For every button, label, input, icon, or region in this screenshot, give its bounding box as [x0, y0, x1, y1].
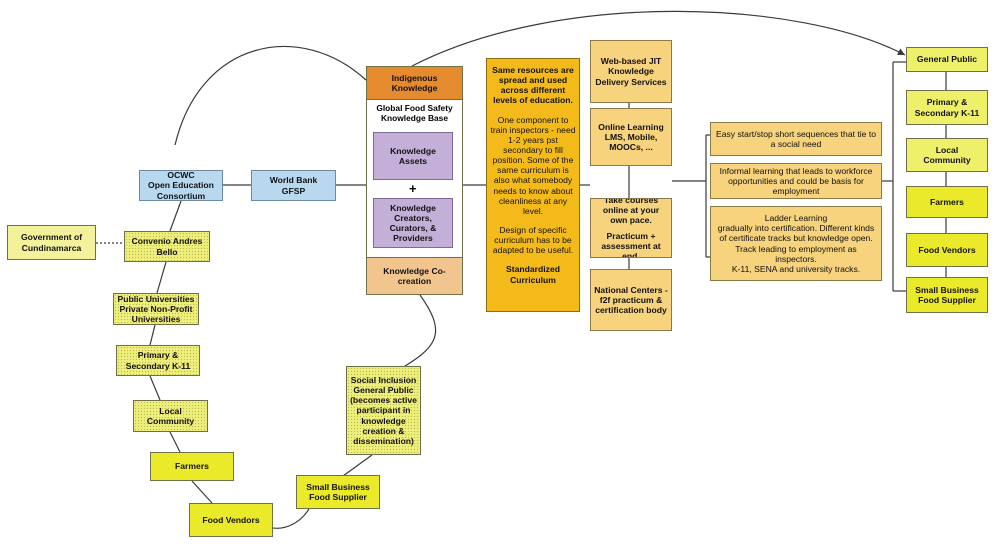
knowledge-base-title: Global Food Safety Knowledge Base [376, 103, 453, 123]
practicum-label: Practicum + assessment at end. [601, 230, 661, 258]
food-vendors-left-label: Food Vendors [202, 514, 260, 525]
same-resources-node: Same resources are spread and used acros… [486, 58, 580, 312]
food-vendors-right-label: Food Vendors [918, 244, 976, 255]
easy-start-label: Easy start/stop short sequences that tie… [715, 128, 877, 149]
same-resources-inspectors: One component to train inspectors - need… [490, 114, 576, 216]
take-courses-label: Take courses online at your own pace. [602, 198, 660, 226]
connector-line-9 [156, 261, 167, 294]
connector-line-12 [169, 431, 181, 453]
government-node: Government of Cundinamarca [7, 225, 96, 260]
plus-symbol: + [409, 181, 417, 196]
convenio-label: Convenio Andres Bello [131, 236, 203, 257]
food-vendors-left-node: Food Vendors [189, 503, 273, 537]
national-centers-node: National Centers - f2f practicum & certi… [590, 269, 672, 331]
general-public-label: General Public [916, 54, 978, 65]
ladder-learning-body: gradually into certification. Different … [717, 223, 875, 264]
knowledge-assets-label: Knowledge Assets [390, 145, 436, 166]
national-centers-label: National Centers - f2f practicum & certi… [594, 284, 668, 316]
knowledge-creators-node: Knowledge Creators, Curators, & Provider… [373, 198, 453, 248]
cocreation-label: Knowledge Co-creation [383, 265, 446, 286]
connector-line-11 [149, 375, 161, 401]
knowledge-base-frame [366, 66, 463, 295]
small-business-left-node: Small Business Food Supplier [296, 475, 380, 509]
social-inclusion-node: Social Inclusion General Public (becomes… [346, 366, 421, 455]
online-learning-label: Online Learning LMS, Mobile, MOOCs, ... [598, 121, 664, 153]
primary-left-node: Primary & Secondary K-11 [116, 345, 200, 376]
web-jit-label: Web-based JIT Knowledge Delivery Service… [595, 56, 667, 87]
informal-learning-label: Informal learning that leads to workforc… [719, 165, 873, 197]
food-vendors-right-node: Food Vendors [906, 233, 988, 267]
farmers-right-label: Farmers [930, 196, 964, 207]
social-inclusion-label: Social Inclusion General Public (becomes… [350, 375, 417, 446]
farmers-left-label: Farmers [175, 461, 209, 472]
local-right-label: Local Community [923, 144, 971, 165]
ocwc-node: OCWC Open Education Consortium [139, 170, 223, 201]
local-right-node: Local Community [906, 138, 988, 172]
local-left-node: Local Community [133, 400, 208, 432]
universities-label: Public Universities Private Non-Profit U… [117, 293, 195, 325]
ladder-learning-tracks: K-11, SENA and university tracks. [731, 263, 861, 274]
indigenous-node: Indigenous Knowledge [366, 66, 463, 100]
farmers-left-node: Farmers [150, 452, 234, 481]
connector-line-10 [149, 324, 156, 346]
connector-line-13 [191, 480, 213, 504]
ladder-learning-heading: Ladder Learning [764, 213, 828, 224]
same-resources-heading: Same resources are spread and used acros… [492, 65, 574, 106]
loop-arc-left [174, 45, 367, 146]
local-left-label: Local Community [146, 405, 195, 426]
world-bank-label: World Bank GFSP [269, 175, 318, 196]
farmers-right-node: Farmers [906, 186, 988, 218]
universities-node: Public Universities Private Non-Profit U… [113, 293, 199, 325]
small-business-right-node: Small Business Food Supplier [906, 277, 988, 313]
primary-right-node: Primary & Secondary K-11 [906, 90, 988, 125]
standardized-curriculum-label: Standardized Curriculum [506, 264, 560, 285]
easy-start-node: Easy start/stop short sequences that tie… [710, 122, 882, 156]
loop-arc-right [404, 294, 437, 367]
small-business-left-label: Small Business Food Supplier [306, 481, 370, 502]
social-inclusion-text: Social Inclusion General Public (becomes… [350, 375, 417, 446]
knowledge-assets-node: Knowledge Assets [373, 132, 453, 180]
world-bank-node: World Bank GFSP [251, 170, 336, 201]
cocreation-node: Knowledge Co-creation [366, 257, 463, 295]
indigenous-label: Indigenous Knowledge [391, 72, 438, 93]
ocwc-label: OCWC Open Education Consortium [148, 170, 214, 201]
knowledge-creators-label: Knowledge Creators, Curators, & Provider… [389, 202, 437, 244]
informal-learning-node: Informal learning that leads to workforc… [710, 163, 882, 199]
general-public-node: General Public [906, 47, 988, 72]
convenio-node: Convenio Andres Bello [124, 231, 210, 262]
same-resources-design: Design of specific curriculum has to be … [492, 224, 574, 256]
connector-line-8 [169, 200, 182, 232]
primary-right-label: Primary & Secondary K-11 [914, 97, 980, 118]
government-label: Government of Cundinamarca [20, 232, 83, 253]
web-jit-node: Web-based JIT Knowledge Delivery Service… [590, 40, 672, 103]
take-courses-node: Take courses online at your own pace. Pr… [590, 198, 672, 258]
ladder-learning-node: Ladder Learning gradually into certifica… [710, 206, 882, 281]
small-business-right-label: Small Business Food Supplier [915, 284, 979, 305]
online-learning-node: Online Learning LMS, Mobile, MOOCs, ... [590, 108, 672, 166]
primary-left-label: Primary & Secondary K-11 [125, 350, 191, 371]
